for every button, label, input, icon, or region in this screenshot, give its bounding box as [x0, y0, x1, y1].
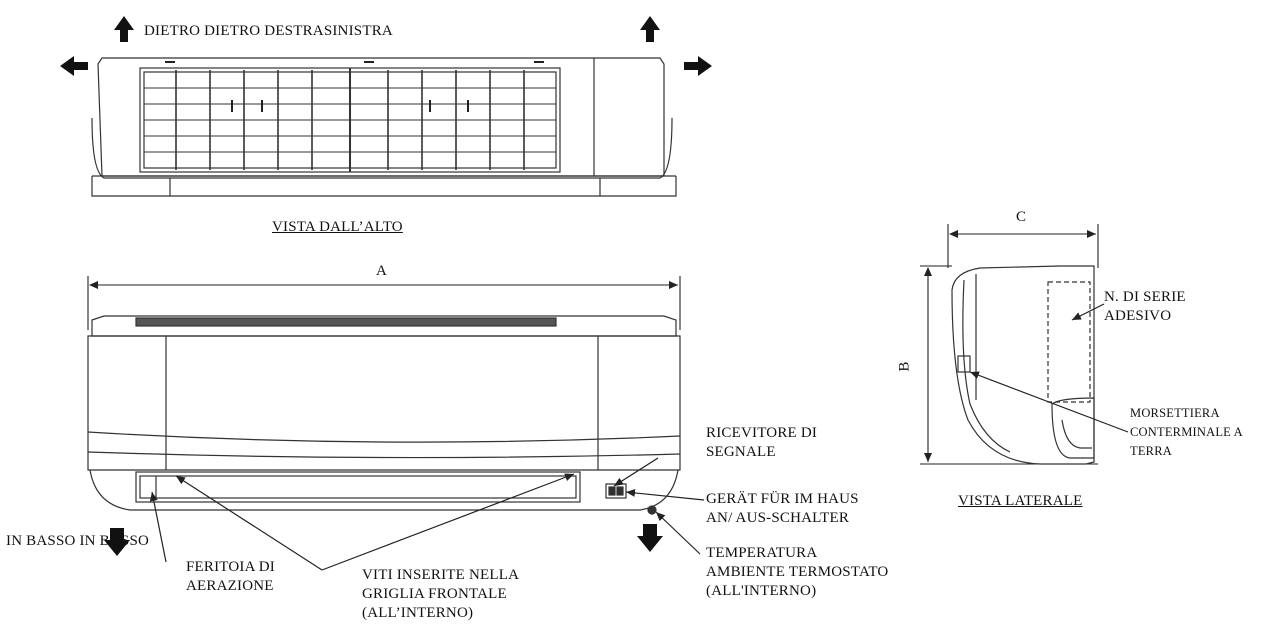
- dimension-b-label: B: [896, 361, 913, 372]
- top-view-title: VISTA DALL’ALTO: [272, 219, 403, 235]
- thermostat-label: TEMPERATURA AMBIENTE TERMOSTATO (ALL'INT…: [706, 545, 889, 599]
- side-sensor: [957, 355, 971, 373]
- arrow-down-icon: [637, 524, 663, 552]
- screws-label: VITI INSERITE NELLA GRIGLIA FRONTALE (AL…: [362, 567, 520, 621]
- dimension-a-label: A: [376, 263, 388, 279]
- serial-sticker-label: N. DI SERIE ADESIVO: [1104, 289, 1186, 324]
- front-bottom-shell: [89, 469, 679, 511]
- front-panel-curve: [87, 431, 681, 443]
- bottom-arrows-label: IN BASSO IN BASSO: [6, 533, 150, 549]
- top-view-base: [91, 176, 677, 197]
- side-view-unit: [951, 265, 1095, 465]
- front-view-unit: [87, 315, 681, 515]
- top-view-unit: [91, 57, 677, 197]
- grille-horizontal-slats: [144, 87, 556, 153]
- leader-lines-front: [149, 457, 705, 571]
- dimension-b: [920, 265, 1098, 465]
- dimension-a: [87, 276, 681, 330]
- indoor-switch-label: GERÄT FÜR IM HAUS AN/ AUS-SCHALTER: [706, 491, 859, 526]
- arrow-right-icon: [684, 56, 712, 76]
- side-body: [951, 265, 1095, 465]
- serial-sticker: [1047, 281, 1091, 403]
- arrow-up-icon: [640, 16, 660, 42]
- front-panel: [87, 335, 681, 471]
- top-arrows-label: DIETRO DIETRO DESTRASINISTRA: [144, 23, 393, 39]
- signal-receiver-label: RICEVITORE DI SEGNALE: [706, 425, 818, 460]
- arrow-left-icon: [60, 56, 88, 76]
- top-view-curve: [91, 117, 673, 179]
- air-outlet: [135, 471, 581, 503]
- side-view-title: VISTA LATERALE: [958, 493, 1083, 509]
- arrow-up-icon: [114, 16, 134, 42]
- top-view-body: [97, 57, 665, 177]
- grille-clips: [165, 61, 544, 112]
- terminal-block: [1051, 397, 1095, 459]
- dimension-c-label: C: [1016, 209, 1027, 225]
- vent-label: FERITOIA DI AERAZIONE: [186, 559, 276, 594]
- leader-lines-side: [969, 303, 1129, 433]
- arrow-down-icon: [104, 528, 130, 556]
- dimension-c: [947, 224, 1099, 268]
- terminal-block-label: MORSETTIERA CONTERMINALE A TERRA: [1130, 406, 1243, 458]
